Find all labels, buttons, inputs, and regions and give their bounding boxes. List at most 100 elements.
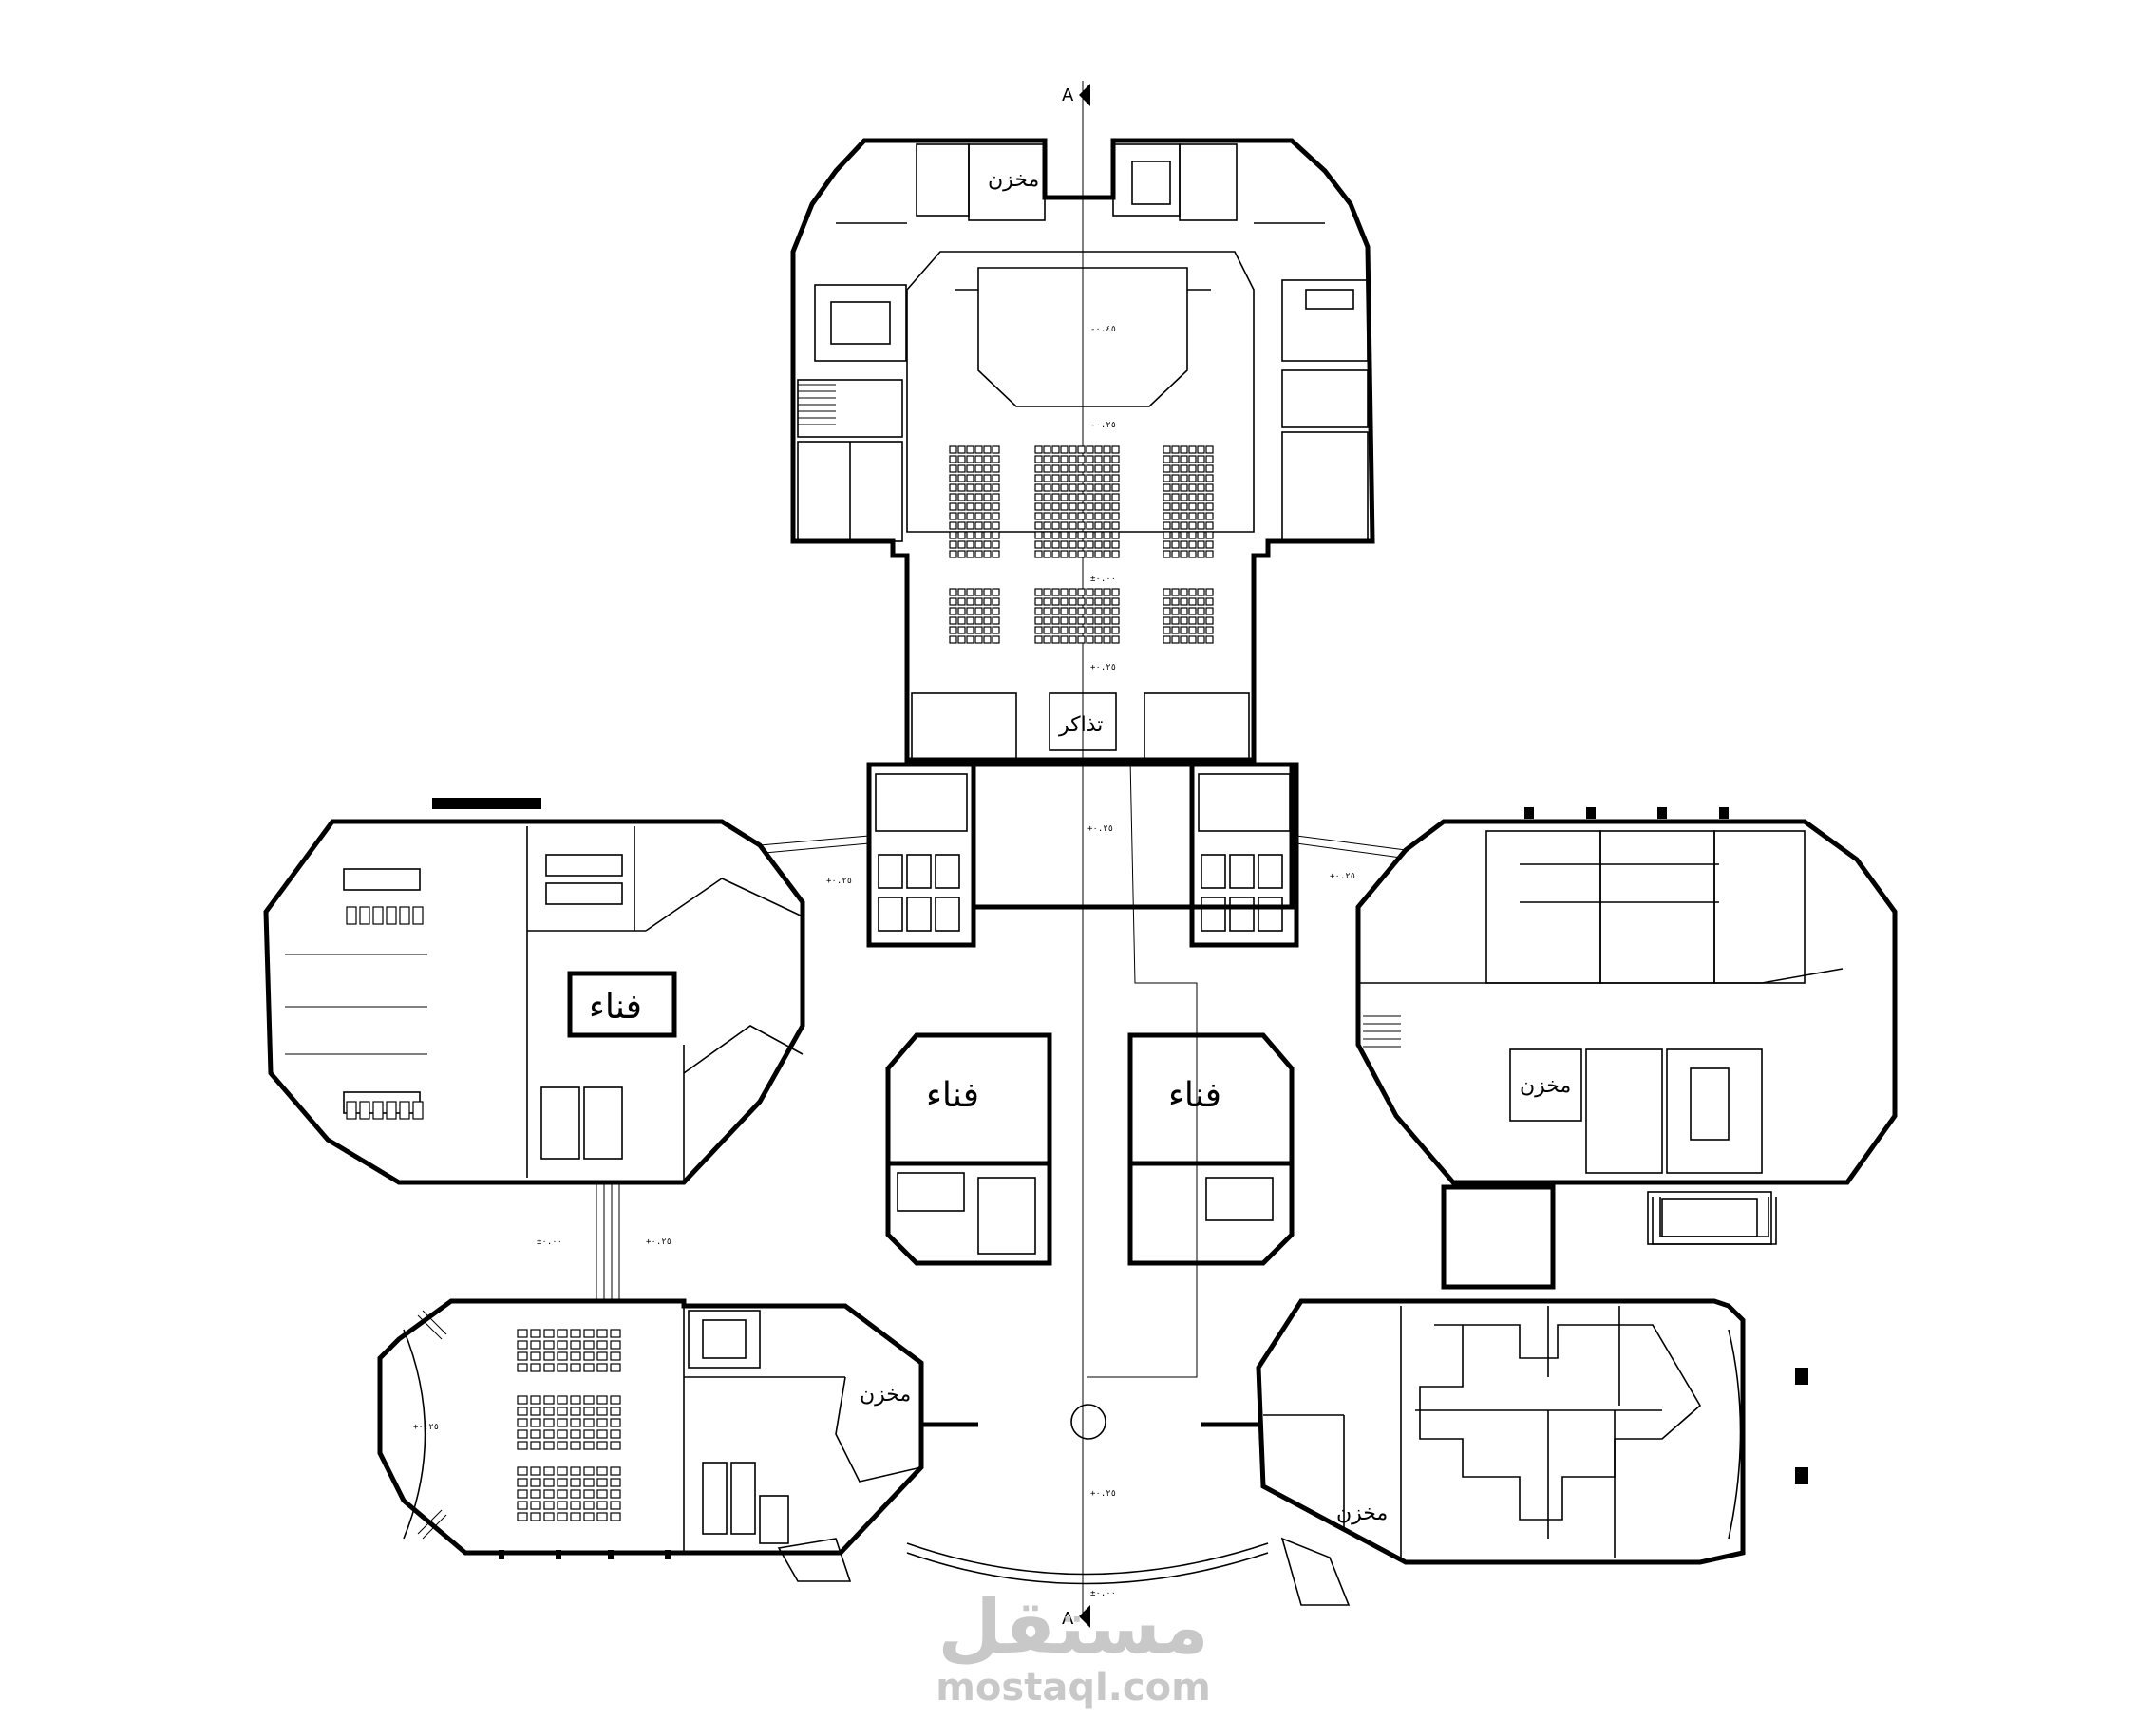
- seat: [1094, 635, 1103, 644]
- seat: [1034, 616, 1043, 625]
- theatre-seats-left: [949, 445, 1000, 558]
- seat: [1034, 455, 1043, 463]
- seat: [1060, 616, 1069, 625]
- seat: [570, 1407, 581, 1416]
- seat: [517, 1429, 528, 1439]
- seat: [1069, 616, 1077, 625]
- seat: [557, 1429, 568, 1439]
- seat: [1077, 607, 1086, 615]
- seat: [1034, 635, 1043, 644]
- seat: [583, 1478, 595, 1487]
- seat: [543, 1363, 555, 1372]
- seat: [1077, 540, 1086, 549]
- seat: [1060, 588, 1069, 596]
- seat: [1188, 635, 1197, 644]
- seat: [983, 597, 992, 606]
- seat: [949, 540, 957, 549]
- seat: [1171, 483, 1180, 492]
- seat: [570, 1351, 581, 1361]
- seat: [570, 1478, 581, 1487]
- seat: [1086, 521, 1094, 530]
- seat: [1180, 474, 1188, 482]
- seat: [1171, 550, 1180, 558]
- seat: [530, 1407, 541, 1416]
- seat: [1043, 464, 1051, 473]
- seat: [1103, 464, 1111, 473]
- seat: [1069, 626, 1077, 634]
- seat: [1077, 588, 1086, 596]
- seat: [983, 464, 992, 473]
- level-mark: +٠.٢٥: [1090, 1489, 1116, 1499]
- seat: [1043, 597, 1051, 606]
- seat: [1111, 550, 1120, 558]
- seat: [1051, 493, 1060, 501]
- seat: [1171, 531, 1180, 539]
- seat: [1180, 588, 1188, 596]
- seat: [1163, 550, 1171, 558]
- seat: [583, 1466, 595, 1476]
- seat: [1163, 597, 1171, 606]
- seat: [1069, 607, 1077, 615]
- theatre-seats-center-rear: [1034, 588, 1120, 644]
- seat: [1163, 531, 1171, 539]
- seat: [1034, 588, 1043, 596]
- level-mark: +٠.٢٥: [1090, 663, 1116, 672]
- seat: [1188, 531, 1197, 539]
- seat: [1069, 550, 1077, 558]
- seat: [1171, 588, 1180, 596]
- seat: [1094, 474, 1103, 482]
- seat: [543, 1466, 555, 1476]
- seat: [596, 1363, 608, 1372]
- seat: [1180, 512, 1188, 520]
- seat: [1051, 626, 1060, 634]
- seat: [517, 1478, 528, 1487]
- seat: [1051, 445, 1060, 454]
- seat: [570, 1418, 581, 1427]
- seat: [1043, 455, 1051, 463]
- seat: [1111, 445, 1120, 454]
- seat: [992, 616, 1000, 625]
- seat: [557, 1329, 568, 1338]
- seat: [1103, 635, 1111, 644]
- seat: [1197, 493, 1205, 501]
- seat: [949, 464, 957, 473]
- seat: [1103, 493, 1111, 501]
- seat: [610, 1501, 621, 1510]
- seat: [543, 1351, 555, 1361]
- seat: [583, 1395, 595, 1405]
- auditorium-seats-2: [517, 1395, 621, 1450]
- seat: [957, 474, 966, 482]
- seat: [992, 512, 1000, 520]
- seat: [1086, 588, 1094, 596]
- seat: [1094, 607, 1103, 615]
- seat: [1197, 521, 1205, 530]
- seat: [1111, 588, 1120, 596]
- seat: [1077, 550, 1086, 558]
- seat: [1180, 493, 1188, 501]
- seat: [1077, 597, 1086, 606]
- seat: [1077, 531, 1086, 539]
- seat: [966, 493, 974, 501]
- auditorium-seats-3: [517, 1466, 621, 1521]
- seat: [570, 1429, 581, 1439]
- seat: [949, 588, 957, 596]
- seat: [983, 445, 992, 454]
- seat: [974, 483, 983, 492]
- seat: [1086, 464, 1094, 473]
- court-label-center-left: فناء: [926, 1076, 979, 1115]
- seat: [1043, 483, 1051, 492]
- seat: [530, 1441, 541, 1450]
- seat: [596, 1512, 608, 1521]
- seat: [957, 493, 966, 501]
- seat: [983, 493, 992, 501]
- seat: [1180, 550, 1188, 558]
- seat: [983, 502, 992, 511]
- seat: [1111, 531, 1120, 539]
- seat: [1188, 502, 1197, 511]
- seat: [1051, 474, 1060, 482]
- seat: [1086, 474, 1094, 482]
- seat: [1205, 616, 1214, 625]
- seat: [1069, 635, 1077, 644]
- seat: [583, 1407, 595, 1416]
- seat: [1197, 588, 1205, 596]
